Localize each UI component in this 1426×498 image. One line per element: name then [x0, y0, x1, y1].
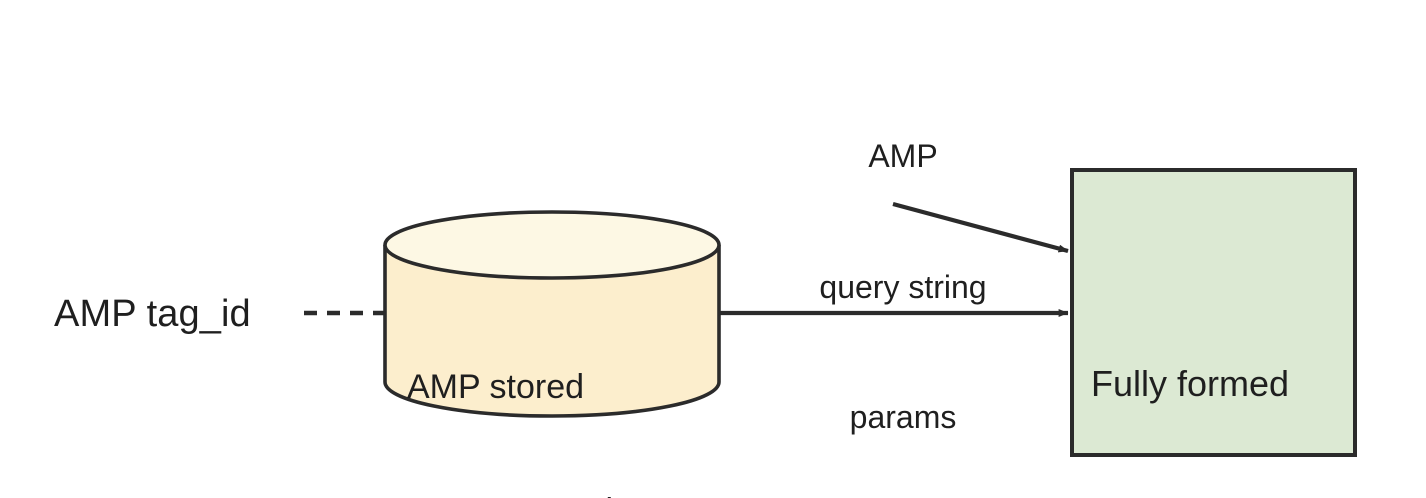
ortb-box-label-line-2: ORTB [1091, 494, 1289, 498]
ortb-box-label-line-1: Fully formed [1091, 362, 1290, 404]
cylinder-shape [383, 210, 721, 418]
cylinder-top-ellipse [383, 210, 721, 280]
query-params-caption-line-3: params [849, 399, 957, 436]
cylinder-label: AMP stored request template [407, 284, 660, 498]
ortb-box-label: Fully formed ORTB [1091, 274, 1289, 498]
cylinder-label-line-1: AMP stored [407, 367, 585, 406]
query-params-caption-line-2: query string [819, 268, 987, 305]
cylinder-label-line-2: request template [407, 491, 660, 498]
amp-tag-id-label: AMP tag_id [54, 293, 251, 335]
edge-query-params-to-ortb [892, 201, 1069, 254]
query-params-caption: AMP query string params [770, 48, 1036, 498]
query-params-caption-line-1: AMP [868, 138, 938, 175]
ortb-box-shape [1070, 168, 1357, 457]
